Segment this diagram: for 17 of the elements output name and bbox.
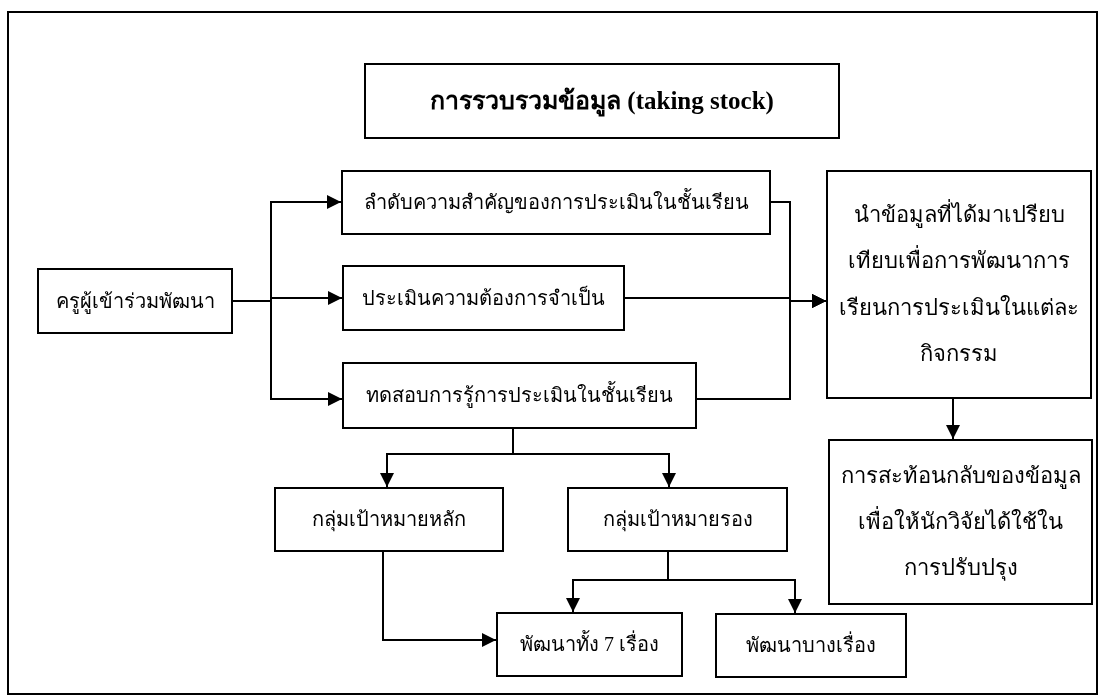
process-box: พัฒนาบางเรื่อง <box>715 613 907 678</box>
process-box: กลุ่มเป้าหมายหลัก <box>274 487 504 552</box>
process-box: ทดสอบการรู้การประเมินในชั้นเรียน <box>342 362 697 429</box>
arrow <box>946 398 960 440</box>
arrow <box>667 551 802 614</box>
process-box: การสะท้อนกลับของข้อมูลเพื่อให้นักวิจัยได้ใช้ในการปรับปรุง <box>828 439 1093 605</box>
process-box: ประเมินความต้องการจำเป็น <box>342 265 625 331</box>
title-box: การรวบรวมข้อมูล (taking stock) <box>364 63 840 139</box>
process-box: กลุ่มเป้าหมายรอง <box>567 487 788 552</box>
arrow <box>696 294 827 400</box>
process-box: ลำดับความสำคัญของการประเมินในชั้นเรียน <box>341 170 771 235</box>
process-box: ครูผู้เข้าร่วมพัฒนา <box>37 268 233 334</box>
process-box: นำข้อมูลที่ได้มาเปรียบเทียบเพื่อการพัฒนาการเรียนการประเมินในแต่ละกิจกรรม <box>826 170 1092 399</box>
arrow <box>232 300 343 406</box>
arrow <box>382 551 497 647</box>
process-box: พัฒนาทั้ง 7 เรื่อง <box>496 612 683 677</box>
arrow <box>512 428 676 488</box>
